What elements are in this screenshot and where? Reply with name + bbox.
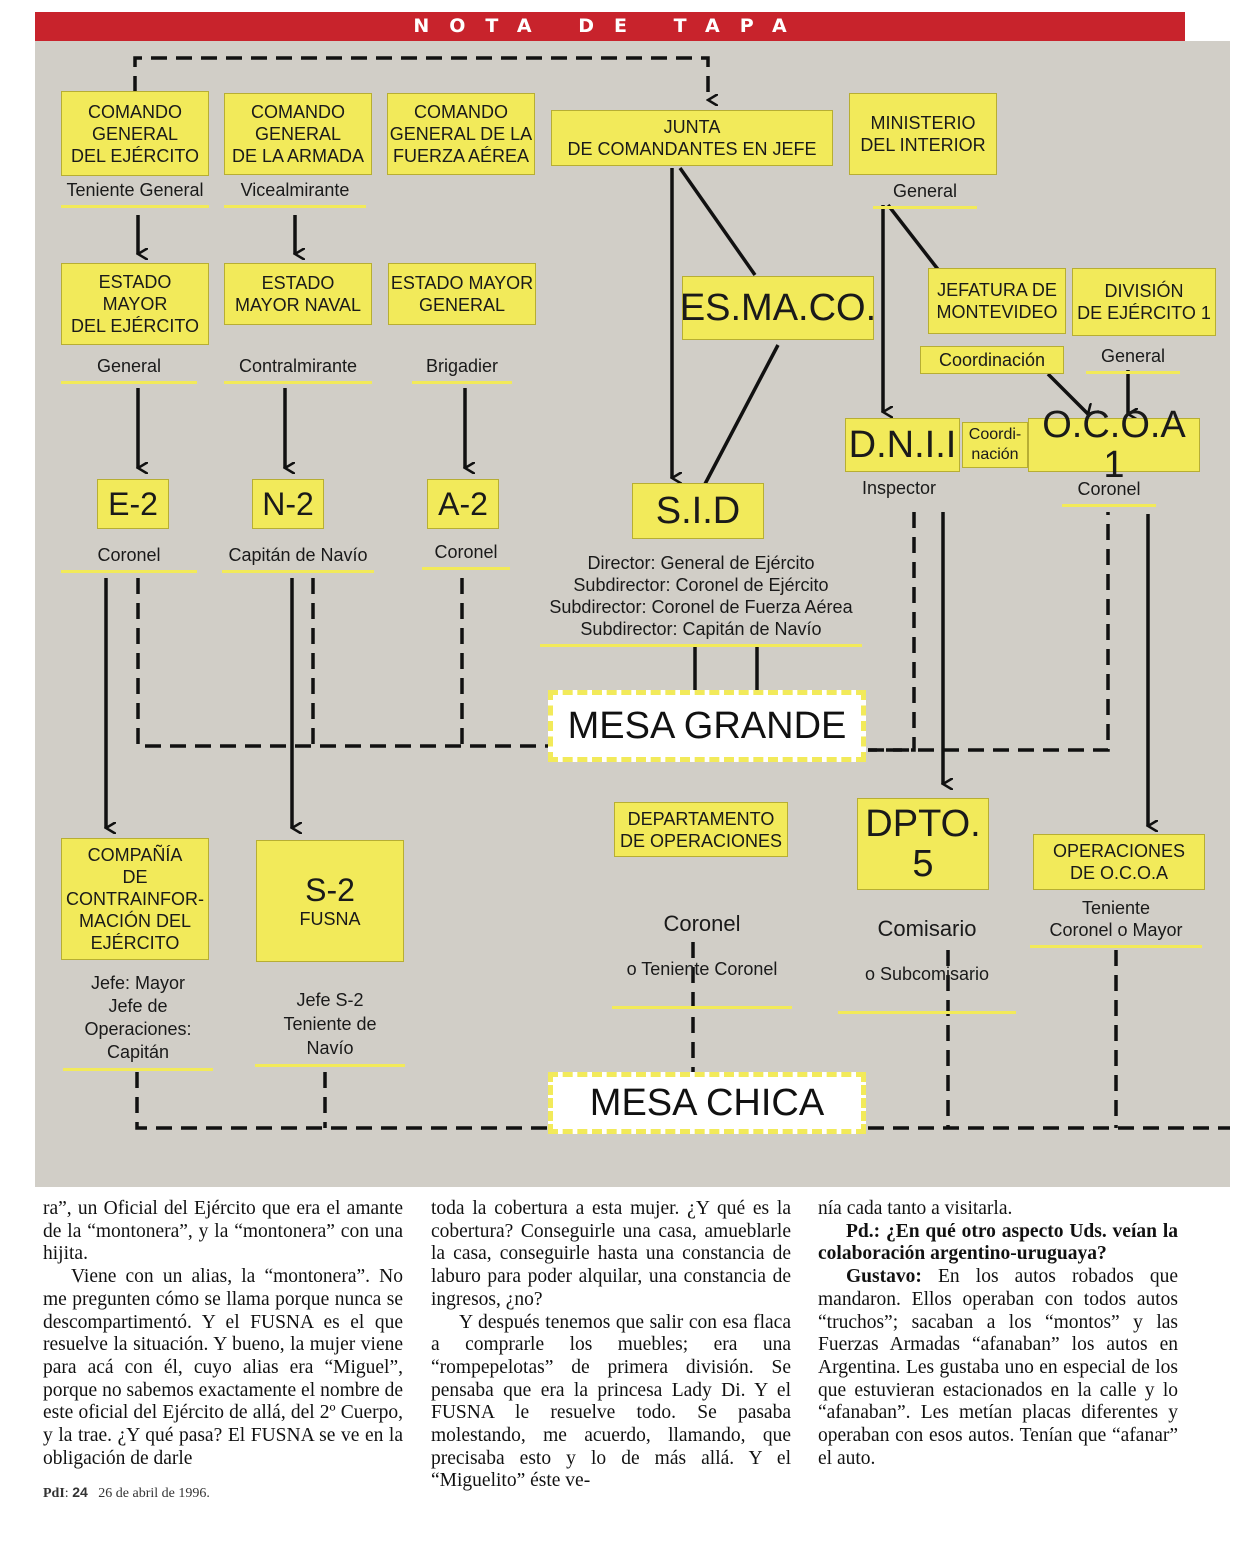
box-departamento-operaciones: DEPARTAMENTO DE OPERACIONES [614,802,788,857]
article-paragraph: nía cada tanto a visitarla. [818,1198,1013,1219]
answer-text: En los autos robados que mandaron. Ellos… [818,1266,1178,1469]
label-capitan-navio: Capitán de Navío [222,544,374,573]
label-coronel-ocoa: Coronel [1062,478,1156,507]
org-chart-background [35,41,1230,1187]
box-coordinacion: Coordinación [920,346,1064,374]
box-esmaco: ES.MA.CO. [680,276,876,340]
interview-answer: Gustavo: En los autos robados que mandar… [818,1266,1178,1470]
box-comando-ejercito: COMANDO GENERAL DEL EJÉRCITO [61,91,209,176]
box-estado-mayor-ejercito: ESTADO MAYOR DEL EJÉRCITO [61,263,209,345]
interview-question: Pd.: ¿En qué otro aspecto Uds. veían la … [818,1221,1178,1266]
section-banner: NOTA DE TAPA [35,12,1185,41]
box-dnii: D.N.I.I [845,418,960,472]
label-brigadier: Brigadier [412,355,512,384]
page-footer: PdI: 24 26 de abril de 1996. [43,1484,210,1501]
box-a2: A-2 [427,479,499,529]
label-sid-staff: Director: General de Ejército Subdirecto… [540,552,862,647]
box-n2: N-2 [252,479,324,529]
label-coronel-depto-1: Coronel [663,911,741,936]
label-general-estado: General [61,355,197,384]
label-inspector: Inspector [861,478,937,498]
s2-title: S-2 [305,872,355,908]
box-operaciones-ocoa: OPERACIONES DE O.C.O.A [1033,834,1205,890]
label-comisario-2: o Subcomisario [864,964,990,984]
issue-date: 26 de abril de 1996. [98,1486,210,1501]
label-coronel-e2: Coronel [61,544,197,573]
box-sid: S.I.D [632,483,764,539]
page-number: 24 [72,1484,88,1500]
article-paragraph: Y después tenemos que salir con esa flac… [431,1311,791,1492]
label-compania-jefes: Jefe: Mayor Jefe de Operaciones: Capitán [63,972,213,1071]
box-mesa-chica: MESA CHICA [548,1072,866,1134]
box-s2: S-2 FUSNA [256,840,404,962]
publication-logo: PdI [43,1486,65,1501]
box-compania-contrainformacion: COMPAÑÍA DE CONTRAINFOR- MACIÓN DEL EJÉR… [61,838,209,960]
label-coronel-depto-2: o Teniente Coronel [626,959,778,979]
box-division-ejercito: DIVISIÓN DE EJÉRCITO 1 [1072,268,1216,336]
label-general-division: General [1086,345,1180,374]
label-comisario: Comisario o Subcomisario [838,894,1016,1014]
label-coronel-depto: Coronel o Teniente Coronel [612,889,792,1009]
label-comisario-1: Comisario [877,916,977,941]
label-general-ministerio: General [873,180,977,209]
label-contralmirante: Contralmirante [224,355,372,384]
label-coronel-a2: Coronel [422,541,510,570]
article-column-2: toda la cobertura a esta mujer. ¿Y qué e… [431,1198,791,1493]
box-junta: JUNTA DE COMANDANTES EN JEFE [551,110,833,166]
box-coordinacion-dnii-ocoa: Coordi- nación [962,422,1028,468]
article-paragraph: ra”, un Oficial del Ejército que era el … [43,1198,403,1265]
box-e2: E-2 [97,479,169,529]
question-text: Pd.: ¿En qué otro aspecto Uds. veían la … [818,1220,1178,1265]
box-comando-armada: COMANDO GENERAL DE LA ARMADA [224,93,372,175]
box-estado-mayor-naval: ESTADO MAYOR NAVAL [224,263,372,325]
article-paragraph: toda la cobertura a esta mujer. ¿Y qué e… [431,1198,791,1310]
article-column-1: ra”, un Oficial del Ejército que era el … [43,1198,403,1470]
box-jefatura-montevideo: JEFATURA DE MONTEVIDEO [928,268,1066,334]
label-teniente-coronel-mayor: Teniente Coronel o Mayor [1030,897,1202,948]
label-s2-jefe: Jefe S-2 Teniente de Navío [255,988,405,1067]
label-teniente-general: Teniente General [61,179,209,208]
box-ocoa: O.C.O.A 1 [1028,405,1200,485]
box-mesa-grande: MESA GRANDE [548,690,866,762]
box-dpto5: DPTO. 5 [857,798,989,890]
speaker-name: Gustavo: [846,1266,922,1288]
s2-subtitle: FUSNA [299,909,361,929]
box-estado-mayor-general: ESTADO MAYOR GENERAL [388,263,536,325]
label-vicealmirante: Vicealmirante [224,179,366,208]
box-comando-fuerza-aerea: COMANDO GENERAL DE LA FUERZA AÉREA [387,93,535,175]
box-ministerio: MINISTERIO DEL INTERIOR [849,93,997,175]
article-column-3: nía cada tanto a visitarla. Pd.: ¿En qué… [818,1198,1178,1470]
article-paragraph: Viene con un alias, la “montonera”. No m… [43,1266,403,1469]
